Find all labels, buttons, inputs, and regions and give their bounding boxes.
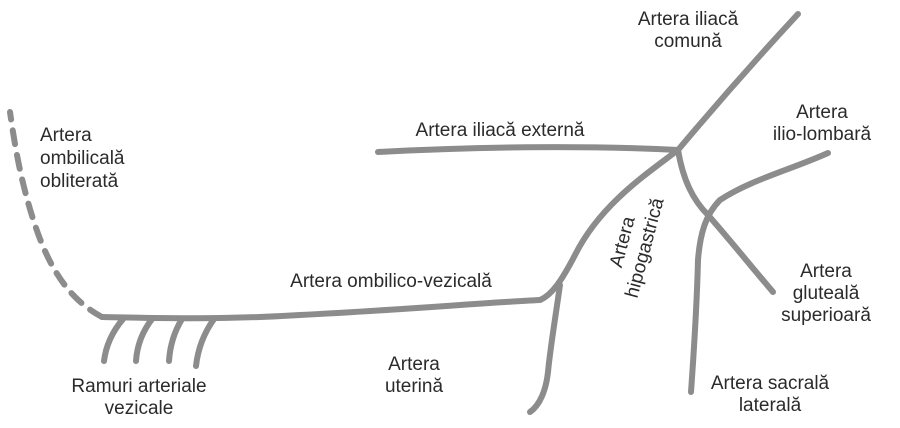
vessel-ombilicala-obliterata — [7, 109, 105, 320]
label-uterina-line: uterină — [385, 376, 444, 397]
vessel-ombilico-vezicala — [99, 297, 543, 322]
label-ombilicala-obliterata-line: obliterată — [40, 171, 119, 192]
vessel-ramura-vezicala-4 — [193, 316, 217, 369]
vessel-ramura-vezicala-1 — [101, 316, 126, 364]
label-iliaca-externa-line: Artera iliacă externă — [416, 120, 585, 141]
label-iliaca-externa: Artera iliacă externă — [416, 120, 585, 141]
label-sacrala-laterala-line: Artera sacrală — [711, 373, 830, 394]
label-iliaca-comuna-line: comună — [654, 31, 722, 52]
vessel-hipogastrica — [537, 147, 681, 303]
label-gluteala-superioara-line: superioară — [781, 305, 871, 326]
label-uterina-line: Artera — [388, 354, 440, 375]
vessel-gluteala-trunk — [675, 147, 776, 295]
label-sacrala-laterala-line: laterală — [739, 395, 802, 416]
label-ombilicala-obliterata-line: Artera — [40, 125, 92, 146]
label-ombilico-vezicala: Artera ombilico-vezicală — [290, 271, 492, 292]
label-ilio-lombara-line: Artera — [796, 102, 848, 123]
vessel-ilio-lombara — [688, 150, 831, 395]
label-ombilicala-obliterata-line: ombilicală — [40, 148, 125, 169]
vessel-iliaca-comuna — [675, 11, 801, 153]
vessel-ramura-vezicala-2 — [133, 316, 155, 364]
label-ilio-lombara-line: ilio-lombară — [773, 124, 872, 145]
vessel-uterina — [527, 282, 563, 415]
label-ramuri-vezicale-line: vezicale — [105, 398, 174, 419]
label-ramuri-vezicale-line: Ramuri arteriale — [71, 376, 206, 397]
label-ombilico-vezicala-line: Artera ombilico-vezicală — [290, 271, 492, 292]
label-iliaca-comuna-line: Artera iliacă — [638, 9, 739, 30]
label-gluteala-superioara-line: Artera — [800, 261, 852, 282]
label-gluteala-superioara-line: gluteală — [793, 283, 860, 304]
vessel-ramura-vezicala-3 — [166, 316, 185, 364]
vessel-iliaca-externa — [375, 144, 681, 155]
